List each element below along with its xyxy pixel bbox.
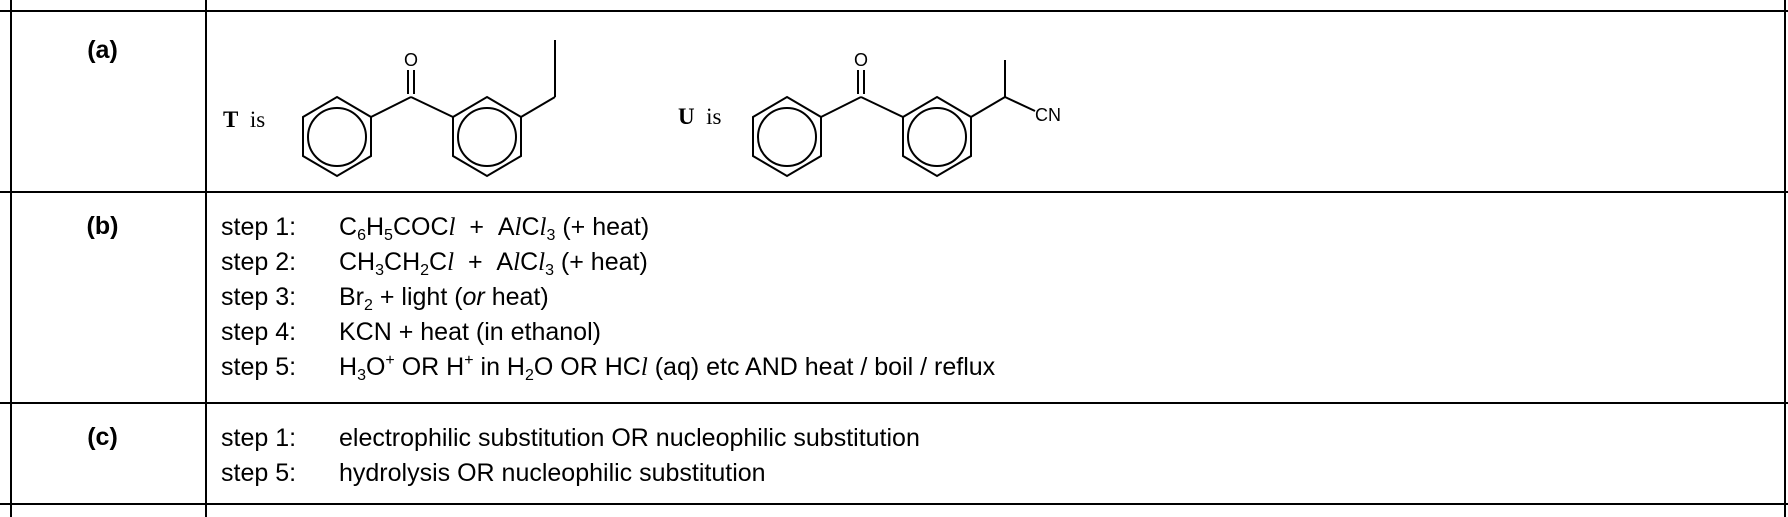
u-is: is bbox=[706, 104, 722, 129]
t-bond-carbonyl-to-ring bbox=[410, 96, 454, 118]
step-b-4-text: KCN + heat (in ethanol) bbox=[339, 318, 601, 346]
steps-c: step 1: electrophilic substitution OR nuc… bbox=[221, 421, 920, 491]
t-ethyl-bond-1 bbox=[520, 96, 556, 118]
u-phenyl-ring-left-circle bbox=[757, 107, 817, 167]
step-name: step 1: bbox=[221, 424, 297, 452]
t-phenyl-ring-right-circle bbox=[457, 107, 517, 167]
steps-b: step 1: C6H5COCl + AlCl3 (+ heat) step 2:… bbox=[221, 210, 995, 385]
step-name: step 5: bbox=[221, 353, 297, 381]
step-b-1: step 1: C6H5COCl + AlCl3 (+ heat) bbox=[221, 210, 995, 245]
u-bond-carbonyl-to-ring bbox=[860, 96, 904, 118]
t-label: T is bbox=[223, 107, 265, 133]
row-divider-ab bbox=[0, 191, 1788, 193]
row-label-b: (b) bbox=[86, 212, 119, 240]
u-bond-ring-to-ch bbox=[970, 96, 1006, 118]
t-carbonyl-oxygen: O bbox=[404, 50, 418, 70]
step-c-5-text: hydrolysis OR nucleophilic substitution bbox=[339, 459, 766, 487]
u-carbonyl-oxygen: O bbox=[854, 50, 868, 70]
u-nitrile-bond bbox=[1004, 96, 1036, 112]
table-top-rule bbox=[0, 10, 1788, 12]
t-letter: T bbox=[223, 107, 239, 132]
step-c-5: step 5: hydrolysis OR nucleophilic substi… bbox=[221, 456, 920, 491]
table-right-border bbox=[1784, 0, 1786, 517]
step-c-1: step 1: electrophilic substitution OR nuc… bbox=[221, 421, 920, 456]
step-b-2: step 2: CH3CH2Cl + AlCl3 (+ heat) bbox=[221, 245, 995, 280]
step-c-1-text: electrophilic substitution OR nucleophil… bbox=[339, 424, 920, 452]
t-phenyl-ring-left-circle bbox=[307, 107, 367, 167]
u-nitrile-group: CN bbox=[1035, 105, 1061, 125]
step-name: step 5: bbox=[221, 459, 297, 487]
u-bond-ring-to-carbonyl bbox=[820, 96, 862, 118]
t-bond-ring-to-carbonyl bbox=[370, 96, 412, 118]
step-b-2-text: CH3CH2Cl + AlCl3 (+ heat) bbox=[339, 248, 648, 279]
step-b-3-text: Br2 + light (or heat) bbox=[339, 283, 549, 314]
step-name: step 1: bbox=[221, 213, 297, 241]
u-letter: U bbox=[678, 104, 695, 129]
molecule-t: O bbox=[302, 40, 556, 178]
step-b-1-text: C6H5COCl + AlCl3 (+ heat) bbox=[339, 213, 650, 244]
molecule-u: O CN bbox=[752, 50, 1061, 178]
step-name: step 2: bbox=[221, 248, 297, 276]
step-b-3: step 3: Br2 + light (or heat) bbox=[221, 280, 995, 315]
step-name: step 3: bbox=[221, 283, 297, 311]
u-label: U is bbox=[678, 104, 721, 130]
u-phenyl-ring-right-circle bbox=[907, 107, 967, 167]
step-b-5: step 5: H3O+ OR H+ in H2O OR HCl (aq) etc… bbox=[221, 350, 995, 385]
table-left-border bbox=[10, 0, 12, 517]
step-b-5-text: H3O+ OR H+ in H2O OR HCl (aq) etc AND he… bbox=[339, 352, 996, 384]
row-divider-bc bbox=[0, 402, 1788, 404]
step-b-4: step 4: KCN + heat (in ethanol) bbox=[221, 315, 995, 350]
table-bottom-rule bbox=[0, 503, 1788, 505]
t-is: is bbox=[249, 107, 266, 132]
row-label-a: (a) bbox=[87, 36, 118, 64]
row-label-c: (c) bbox=[87, 423, 118, 451]
step-name: step 4: bbox=[221, 318, 297, 346]
column-divider bbox=[205, 0, 207, 517]
